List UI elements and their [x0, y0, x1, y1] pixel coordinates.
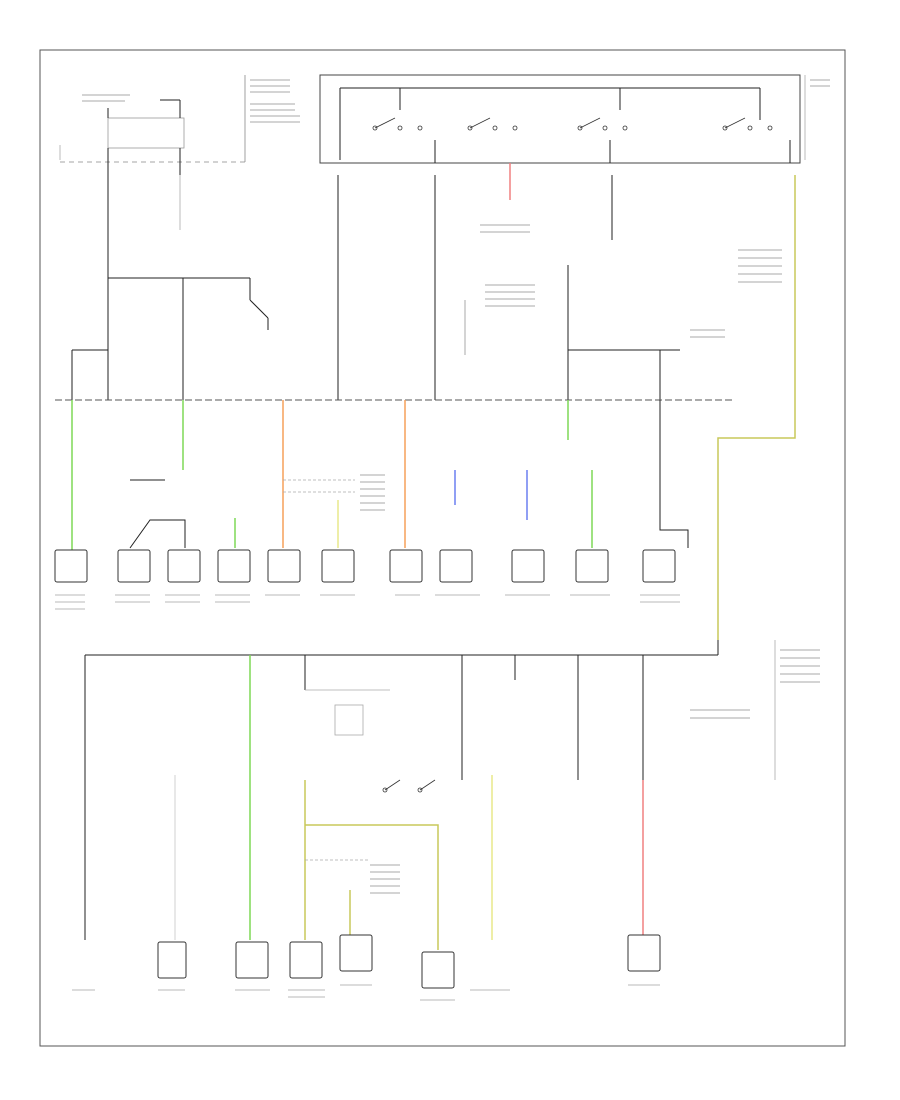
component-captions	[55, 594, 680, 1001]
lower-components	[157, 934, 661, 989]
middle-wires	[71, 400, 689, 550]
under-hood-fuse-box	[59, 75, 246, 175]
upper-feed-wires	[71, 163, 680, 400]
lower-wires	[84, 655, 644, 950]
diagram-frame	[39, 49, 846, 1047]
middle-components	[54, 549, 676, 583]
ignition-switch-box	[319, 74, 801, 164]
olive-wire-right	[717, 175, 796, 640]
illegible-labels	[82, 79, 830, 894]
